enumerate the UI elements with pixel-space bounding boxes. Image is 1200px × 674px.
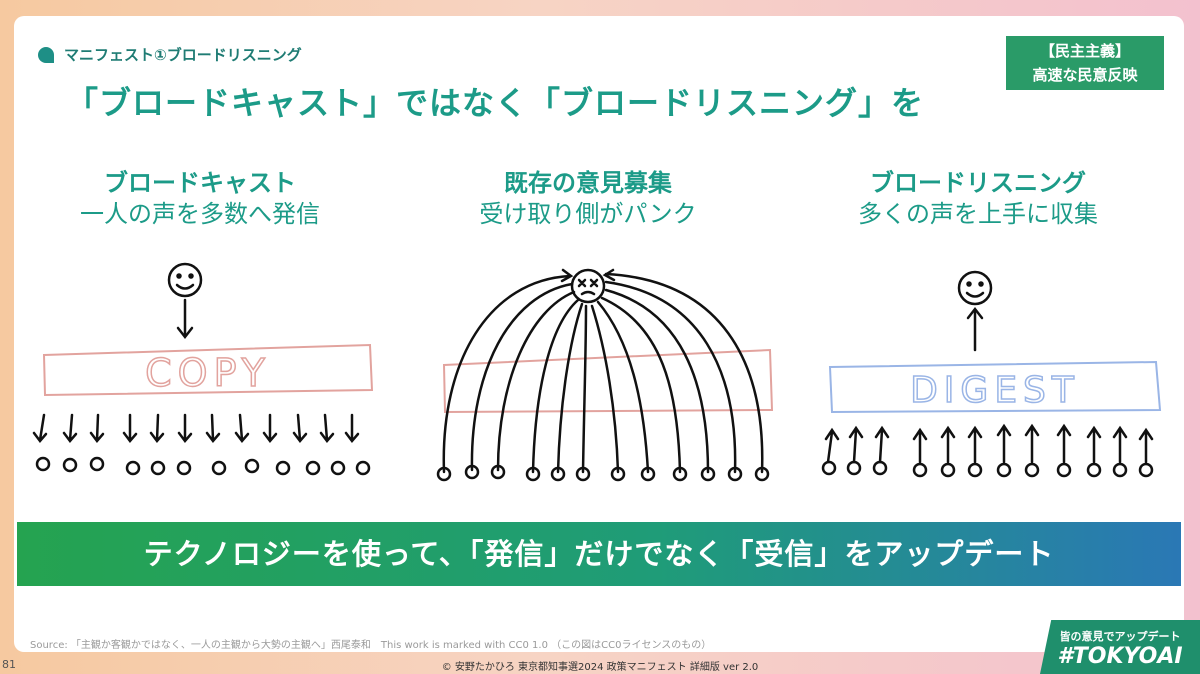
leaf-icon [38, 46, 54, 63]
summary-banner: テクノロジーを使って、「発信」だけでなく「受信」をアップデート [17, 522, 1181, 586]
down-arrow-icon [176, 298, 194, 340]
page-title: 「ブロードキャスト」ではなく「ブロードリスニング」を [66, 84, 925, 122]
digest-box [828, 360, 1162, 414]
dizzy-face-icon [570, 268, 606, 304]
existing-diagram [436, 268, 774, 482]
people-circles [821, 460, 1154, 478]
badge-line-2: #TOKYOAI [1057, 644, 1183, 669]
tag-line-1: 【民主主義】 [1039, 42, 1130, 60]
column-subtitle: 多くの声を上手に収集 [858, 200, 1098, 228]
output-arrows [32, 413, 360, 443]
copy-box [42, 343, 374, 397]
column-title: ブロードキャスト [104, 169, 296, 197]
column-subtitle: 一人の声を多数へ発信 [80, 200, 320, 228]
people-circles [436, 464, 770, 482]
receiver-box [442, 348, 774, 414]
smiley-icon [957, 270, 993, 306]
copyright-footer: © 安野たかひろ 東京都知事選2024 政策マニフェスト 詳細版 ver 2.0 [441, 662, 759, 673]
section-header: マニフェスト①ブロードリスニング [36, 44, 302, 65]
broadcast-diagram: COPY [32, 262, 374, 476]
section-label: マニフェスト①ブロードリスニング [64, 46, 302, 64]
category-tag: 【民主主義】 高速な民意反映 [1006, 36, 1164, 90]
page-number: 81 [2, 658, 16, 671]
badge-line-1: 皆の意見でアップデート [1059, 630, 1181, 643]
people-circles [35, 456, 371, 476]
column-subtitle: 受け取り側がパンク [479, 200, 697, 228]
column-broadlistening: ブロードリスニング 多くの声を上手に収集 [798, 168, 1158, 230]
source-note: Source: 「主観か客観かではなく、一人の主観から大勢の主観へ」西尾泰和 T… [30, 640, 712, 651]
column-title: ブロードリスニング [870, 169, 1086, 197]
copy-label: COPY [145, 351, 271, 395]
tokyoai-badge: 皆の意見でアップデート #TOKYOAI [1040, 620, 1200, 674]
input-arrows [824, 423, 1154, 464]
tag-line-2: 高速な民意反映 [1032, 66, 1138, 84]
column-broadcast: ブロードキャスト 一人の声を多数へ発信 [20, 168, 380, 230]
smiley-icon [167, 262, 203, 298]
digest-label: DIGEST [910, 370, 1080, 411]
arrowheads [560, 268, 616, 283]
broadlistening-diagram: DIGEST [821, 270, 1162, 478]
incoming-arrows [442, 272, 764, 474]
up-arrow-icon [966, 306, 984, 352]
column-existing: 既存の意見募集 受け取り側がパンク [408, 168, 768, 230]
column-title: 既存の意見募集 [504, 169, 672, 197]
